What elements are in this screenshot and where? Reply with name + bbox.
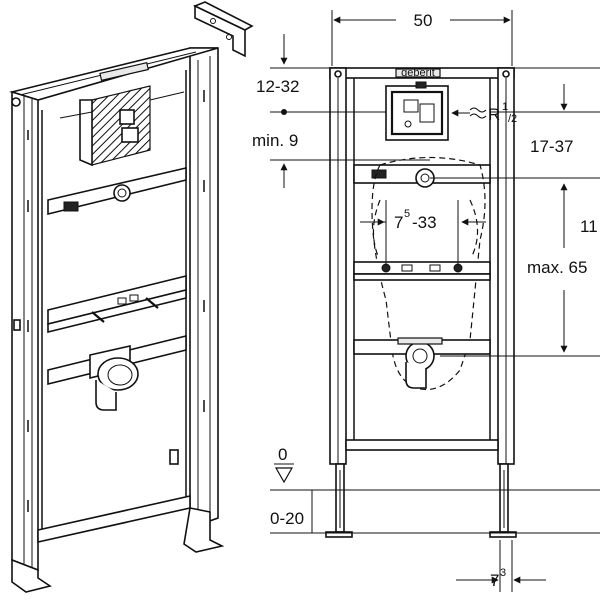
dim-width-label: 50 — [414, 11, 433, 30]
dim-min-depth-label: min. 9 — [252, 131, 298, 150]
dim-side-height-label: 17-37 — [530, 137, 573, 156]
svg-text:R: R — [488, 105, 500, 124]
dimension-lines — [270, 10, 600, 592]
svg-text:5: 5 — [404, 208, 410, 220]
flush-valve-box — [59, 85, 185, 167]
upper-crossbar — [47, 166, 187, 216]
frame-feet — [11, 507, 225, 593]
side-fitting — [11, 97, 21, 107]
dim-max-height-label: max. 65 — [527, 258, 587, 277]
svg-text:7: 7 — [490, 571, 499, 590]
svg-text:-33: -33 — [412, 213, 437, 232]
svg-text:/2: /2 — [508, 113, 517, 125]
dimension-labels: 50 12-32 min. 9 R 1 /2 17-37 7 5 -33 11 … — [252, 11, 598, 590]
lower-crossbar — [47, 334, 187, 411]
elev-drain-crossbar — [353, 337, 491, 389]
dim-bracket-label: 7 5 -33 — [394, 208, 437, 232]
wall-bracket — [193, 1, 254, 58]
urinal-outline — [371, 156, 486, 391]
dim-floor-range-label: 0-20 — [270, 509, 304, 528]
dim-floor-zero-label: 0 — [278, 445, 287, 464]
elev-valve-box — [385, 81, 449, 141]
elev-bottom-rail — [345, 439, 499, 451]
dim-thread-label: R 1 /2 — [488, 101, 517, 125]
svg-text:7: 7 — [394, 213, 403, 232]
dim-top-offset-label: 12-32 — [256, 77, 299, 96]
front-elevation: geberit — [270, 67, 600, 538]
upright-slots — [27, 90, 205, 512]
perspective-frame-view — [9, 1, 254, 593]
brand-plate — [395, 68, 441, 78]
left-upright — [11, 90, 39, 572]
dim-point-marker — [281, 109, 287, 115]
brand-plate-text: geberit — [401, 67, 435, 79]
elev-feet — [325, 463, 517, 538]
middle-rail — [47, 274, 187, 334]
svg-text:3: 3 — [500, 567, 506, 579]
right-upright — [189, 47, 219, 530]
svg-text:1: 1 — [502, 101, 508, 113]
elev-mounting-rail — [353, 261, 491, 281]
floor-level-triangle — [274, 467, 294, 484]
bottom-rail — [37, 495, 191, 543]
dim-foot-width-label: 7 3 — [490, 567, 506, 590]
dim-outlet-height-label: 11 — [580, 217, 598, 236]
